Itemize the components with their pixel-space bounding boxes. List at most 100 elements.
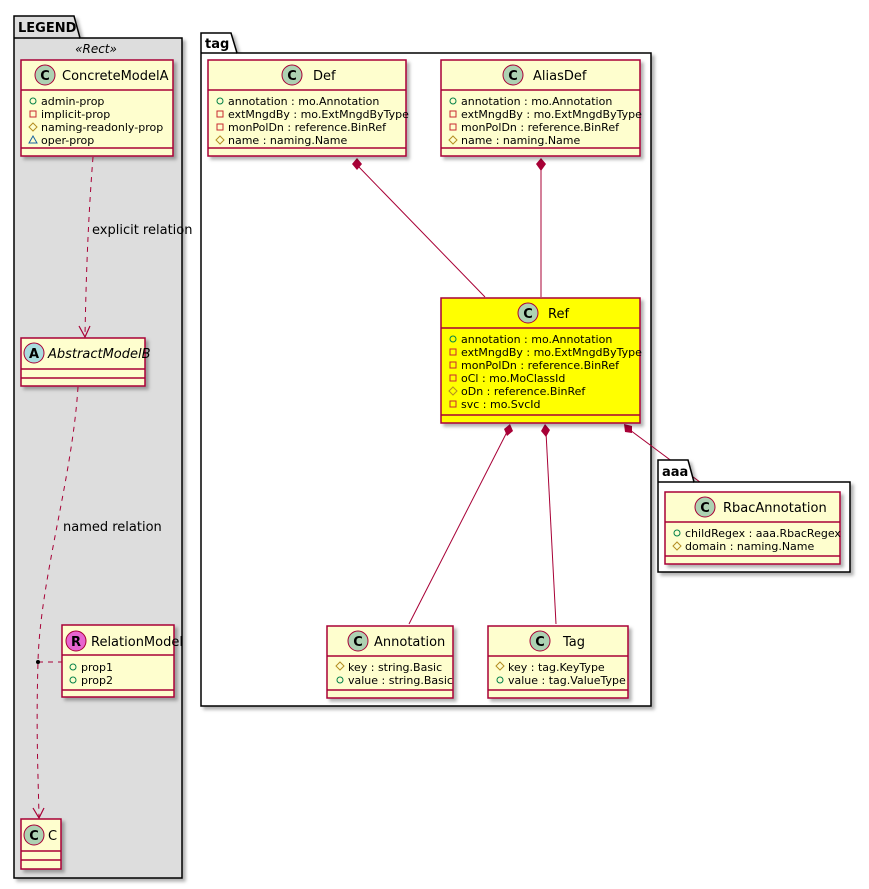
class-name: AliasDef	[533, 69, 587, 84]
composition-diamond-icon	[504, 424, 513, 436]
edge-named-relation: named relation	[32, 386, 162, 820]
class-name: Annotation	[374, 635, 445, 650]
protected-icon	[335, 661, 345, 671]
protected-icon	[448, 135, 458, 145]
class-concrete-model-a[interactable]: C ConcreteModelA admin-prop implicit-pro…	[20, 59, 174, 157]
attr: annotation : mo.Annotation	[228, 95, 379, 108]
class-c[interactable]: C C	[20, 818, 62, 870]
attr: monPolDn : reference.BinRef	[461, 121, 620, 134]
protected-icon	[215, 135, 225, 145]
attr: svc : mo.SvcId	[461, 398, 541, 411]
class-annotation[interactable]: C Annotation key : string.Basic value : …	[326, 625, 454, 699]
class-rbac-annotation[interactable]: C RbacAnnotation childRegex : aaa.RbacRe…	[664, 491, 841, 565]
private-icon	[449, 400, 457, 408]
attr: value : tag.ValueType	[508, 674, 626, 687]
private-icon	[449, 123, 457, 131]
attr: domain : naming.Name	[685, 540, 815, 553]
attr: implicit-prop	[41, 108, 110, 121]
class-c-icon	[529, 630, 551, 652]
attr: oDn : reference.BinRef	[461, 385, 586, 398]
private-icon	[449, 374, 457, 382]
private-icon	[216, 110, 224, 118]
aaa-package-title: aaa	[662, 465, 688, 480]
relation-badge: R	[71, 635, 81, 650]
private-icon	[449, 110, 457, 118]
class-c-icon	[23, 824, 45, 846]
edge-ref-tag	[541, 424, 557, 625]
edge-ref-annotation	[408, 424, 513, 625]
tag-package: tag	[200, 32, 652, 707]
attr: key : tag.KeyType	[508, 661, 605, 674]
private-icon	[449, 361, 457, 369]
public-icon	[496, 676, 504, 684]
class-name: RelationModel	[91, 635, 183, 650]
svg-text:C: C	[508, 69, 518, 84]
class-tag[interactable]: C Tag key : tag.KeyType value : tag.Valu…	[487, 625, 629, 699]
composition-diamond-icon	[536, 158, 546, 171]
attr: admin-prop	[41, 95, 104, 108]
tag-package-title: tag	[205, 37, 229, 52]
attr: extMngdBy : mo.ExtMngdByType	[461, 346, 642, 359]
attr: naming-readonly-prop	[41, 121, 163, 134]
attr: childRegex : aaa.RbacRegex	[685, 527, 841, 540]
class-def[interactable]: C Def annotation : mo.Annotation extMngd…	[207, 59, 409, 157]
attr: annotation : mo.Annotation	[461, 333, 612, 346]
class-relation-model[interactable]: R RelationModel prop1 prop2	[61, 624, 183, 698]
relation-r-icon	[65, 630, 87, 652]
class-c-icon	[694, 496, 716, 518]
class-c-icon	[517, 302, 539, 324]
class-name: C	[48, 829, 57, 844]
class-name: ConcreteModelA	[62, 69, 169, 84]
class-ref[interactable]: C Ref annotation : mo.Annotation extMngd…	[440, 297, 642, 424]
class-name: AbstractModelB	[47, 347, 151, 362]
class-abstract-model-b[interactable]: A AbstractModelB	[20, 337, 151, 387]
private-icon	[29, 110, 37, 118]
attr: monPolDn : reference.BinRef	[461, 359, 620, 372]
package-private-icon	[28, 134, 38, 144]
attr: name : naming.Name	[228, 134, 348, 147]
arrow-head-icon	[32, 807, 45, 820]
edge-aliasdef-ref	[536, 158, 546, 297]
public-icon	[69, 676, 77, 684]
composition-diamond-icon	[624, 424, 632, 433]
class-c-icon	[347, 630, 369, 652]
attr: extMngdBy : mo.ExtMngdByType	[228, 108, 409, 121]
public-icon	[29, 97, 37, 105]
composition-diamond-icon	[541, 424, 550, 437]
svg-text:C: C	[40, 69, 50, 84]
abstract-a-icon	[23, 342, 45, 364]
protected-icon	[672, 541, 682, 551]
public-icon	[673, 529, 681, 537]
class-name: Ref	[548, 307, 569, 322]
class-alias-def[interactable]: C AliasDef annotation : mo.Annotation ex…	[440, 59, 642, 157]
svg-text:C: C	[523, 307, 533, 322]
public-icon	[449, 335, 457, 343]
svg-text:C: C	[353, 635, 363, 650]
attr: annotation : mo.Annotation	[461, 95, 612, 108]
attr: monPolDn : reference.BinRef	[228, 121, 387, 134]
class-c-icon	[281, 64, 303, 86]
public-icon	[336, 676, 344, 684]
attr: oCl : mo.MoClassId	[461, 372, 565, 385]
attr: name : naming.Name	[461, 134, 581, 147]
edge-def-ref	[352, 158, 486, 298]
public-icon	[449, 97, 457, 105]
class-c-icon	[502, 64, 524, 86]
legend-stereotype: «Rect»	[75, 42, 117, 56]
protected-icon	[448, 386, 458, 396]
edge-explicit-relation: explicit relation	[78, 156, 192, 339]
protected-icon	[28, 122, 38, 132]
svg-text:C: C	[535, 635, 545, 650]
svg-text:C: C	[700, 501, 710, 516]
public-icon	[69, 663, 77, 671]
svg-text:C: C	[29, 829, 39, 844]
attr: extMngdBy : mo.ExtMngdByType	[461, 108, 642, 121]
composition-diamond-icon	[352, 158, 362, 170]
attr: oper-prop	[41, 134, 94, 147]
class-c-icon	[34, 64, 56, 86]
attr: value : string.Basic	[348, 674, 453, 687]
edge-label: named relation	[63, 520, 162, 535]
class-name: Def	[313, 69, 336, 84]
private-icon	[449, 348, 457, 356]
private-icon	[216, 123, 224, 131]
